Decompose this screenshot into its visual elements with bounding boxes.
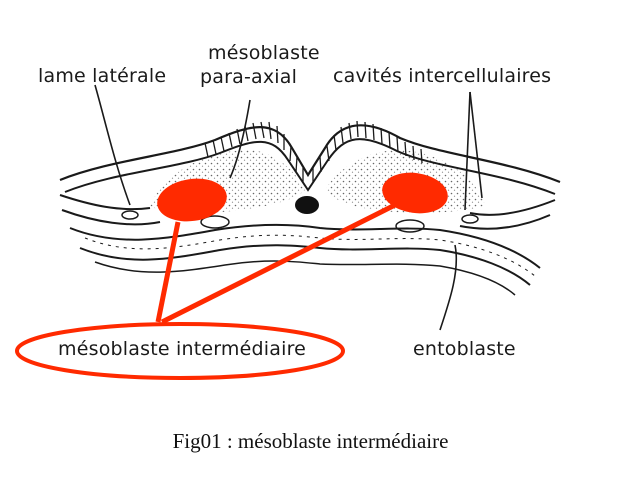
lateral-plates (59, 194, 556, 230)
label-lame-laterale: lame latérale (38, 65, 167, 87)
label-mesoblaste-paraxial-line2: para-axial (200, 66, 298, 88)
neural-plate (59, 120, 561, 195)
endoderm-band (69, 223, 541, 296)
label-cavites-intercellulaires: cavités intercellulaires (333, 65, 552, 87)
label-entoblaste: entoblaste (413, 338, 516, 360)
highlight-pointers (15, 202, 397, 380)
label-mesoblaste-paraxial-line1: mésoblaste (208, 42, 320, 64)
intermediate-mesoderm-left (157, 178, 227, 222)
label-mesoblaste-intermediaire: mésoblaste intermédiaire (58, 338, 307, 360)
notochord (295, 196, 319, 214)
leader-lines (94, 84, 483, 331)
label-highlight-ellipse (15, 322, 345, 380)
figure-caption: Fig01 : mésoblaste intermédiaire (172, 429, 449, 453)
intercellular-cavities (121, 210, 479, 233)
intermediate-mesoderm-right (382, 172, 448, 214)
